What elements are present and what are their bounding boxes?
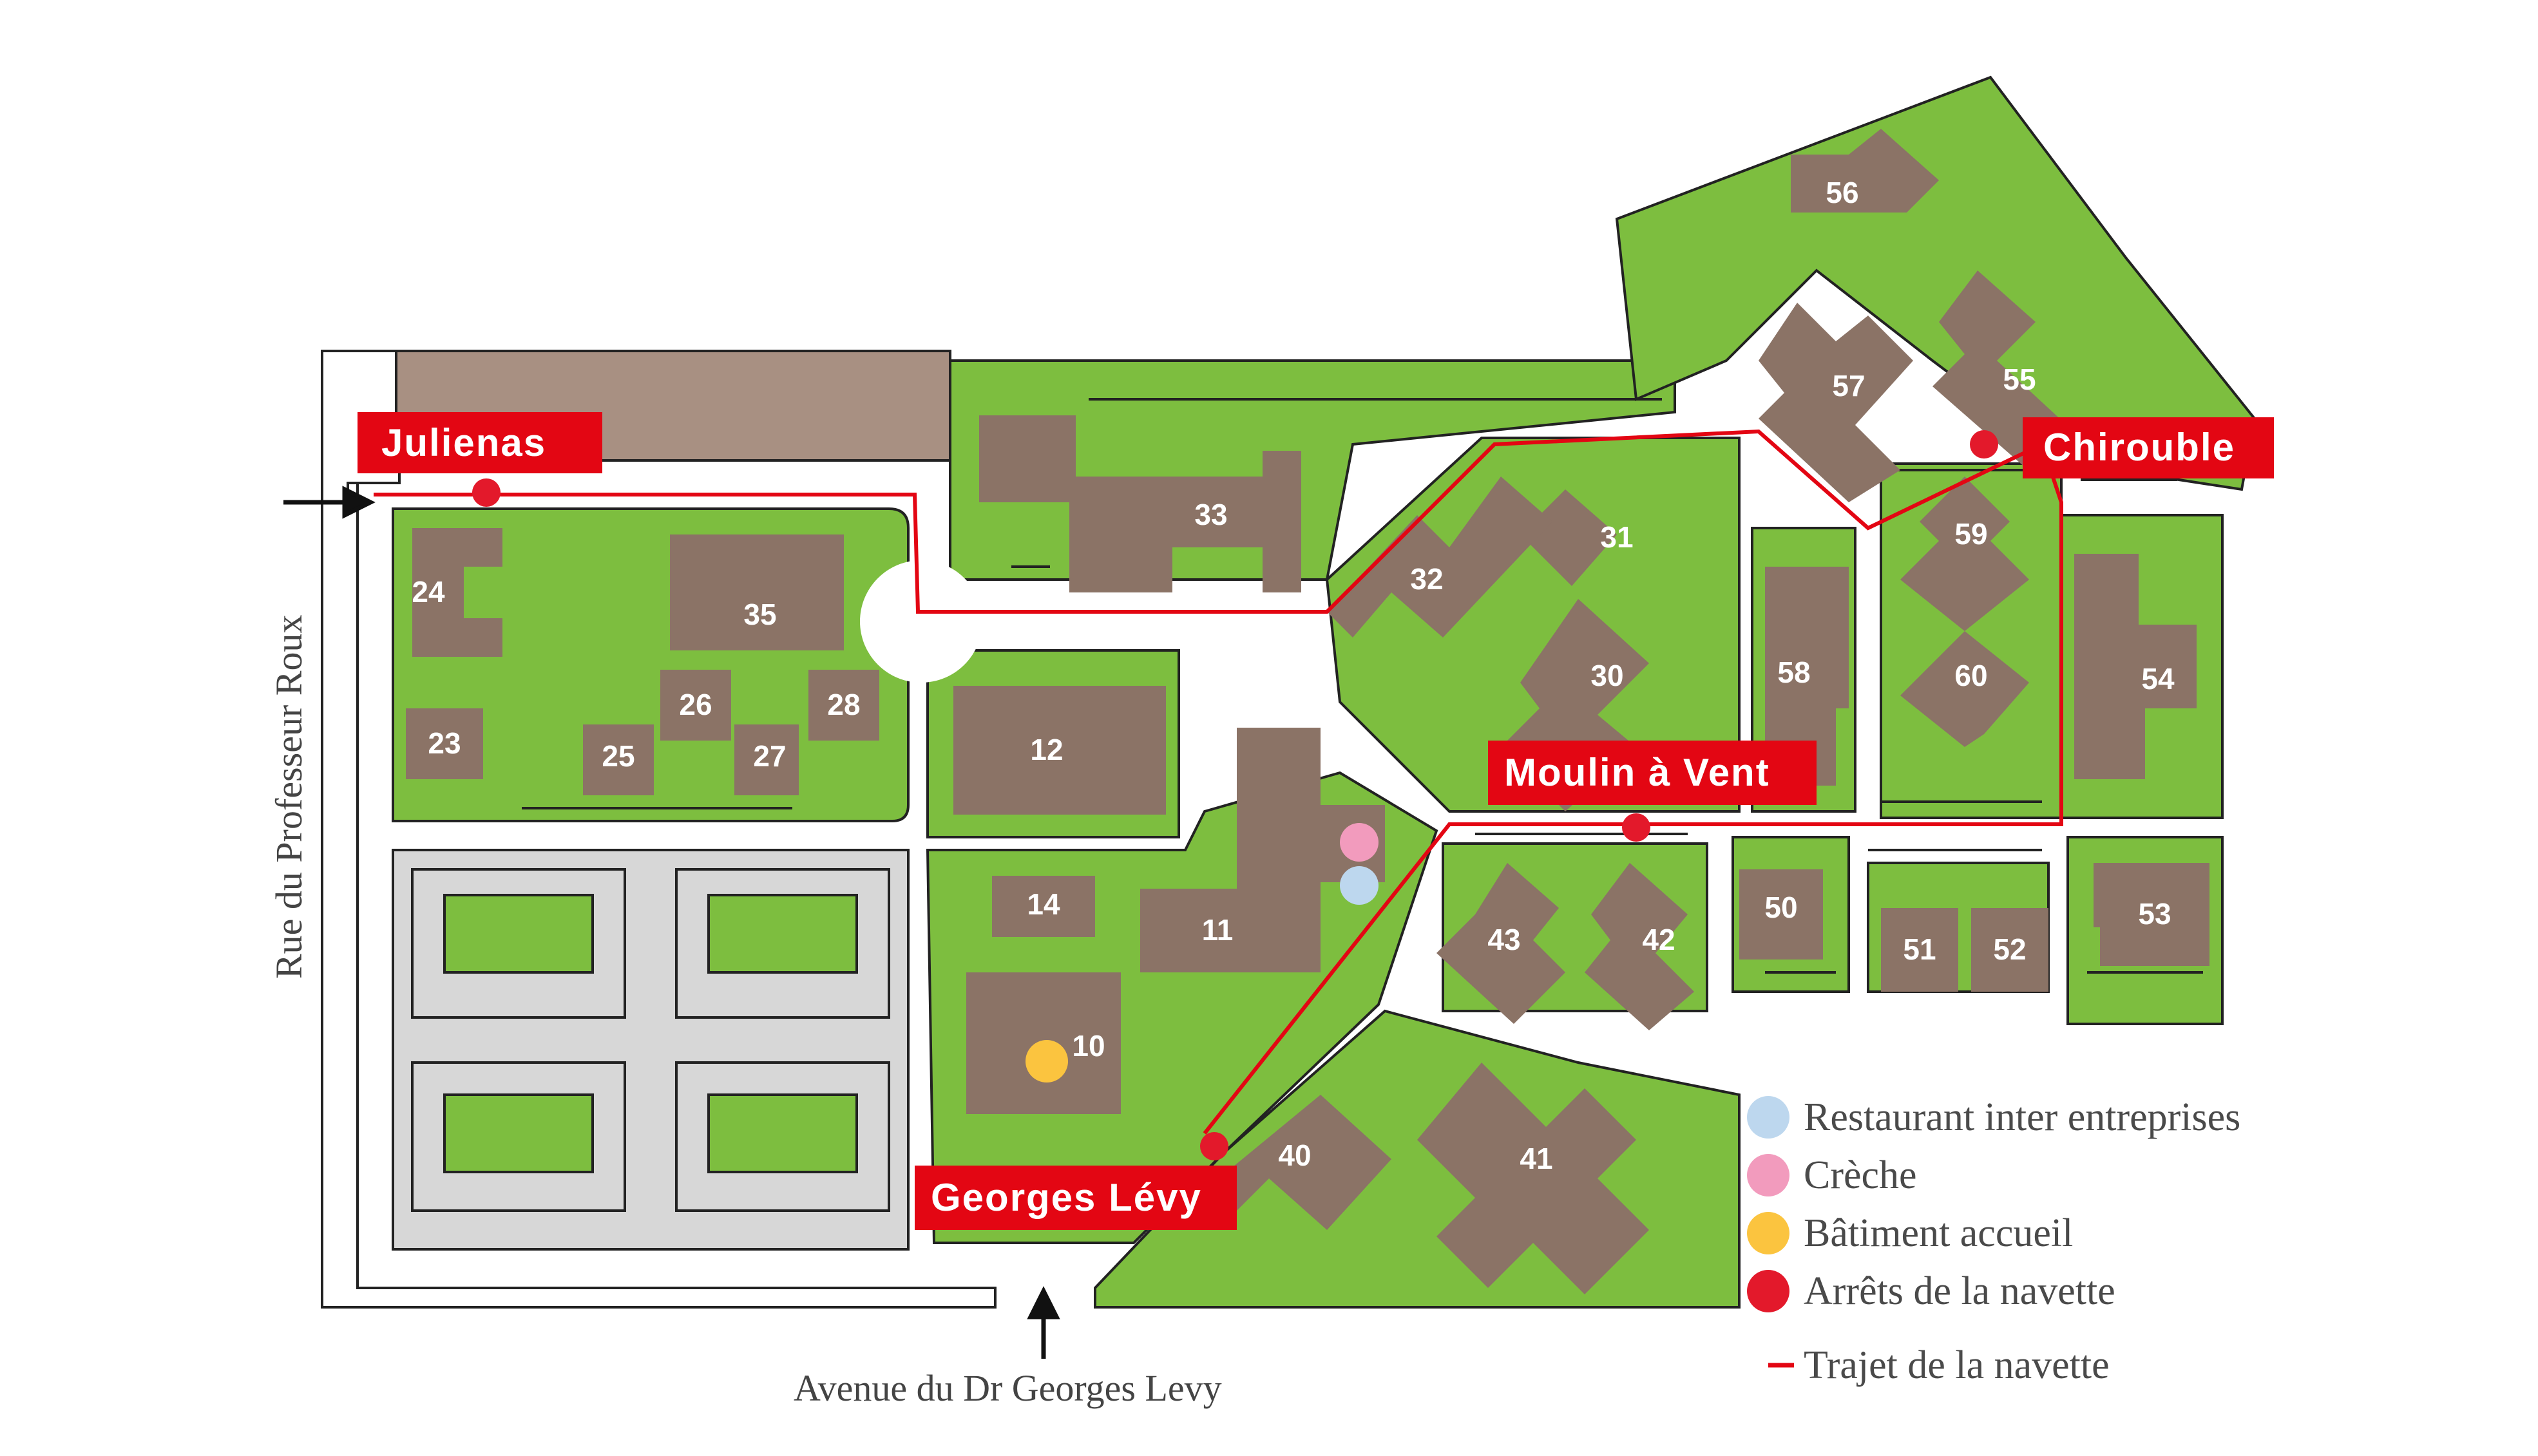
building-31-label: 31	[1600, 520, 1633, 554]
stop-dot-chirouble	[1970, 430, 1998, 459]
stop-dot-julienas	[472, 478, 501, 507]
building-32-shape	[1327, 477, 1552, 638]
building-50-shape	[1739, 869, 1823, 960]
building-11-shape	[1140, 728, 1385, 972]
building-24-shape	[412, 528, 502, 657]
building-23-label: 23	[428, 726, 461, 760]
building-42-shape	[1585, 863, 1694, 1030]
building-26-shape	[660, 670, 731, 741]
building-53-shape	[2094, 863, 2209, 966]
building-numbers: 10 11 12 14 23 24 25 26 27 28 30 31 32 3…	[412, 176, 2175, 1175]
building-14-label: 14	[1027, 887, 1060, 921]
building-30-label: 30	[1590, 659, 1623, 692]
building-28-label: 28	[827, 688, 860, 721]
building-24-label: 24	[412, 575, 445, 609]
building-40-shape	[1211, 1095, 1391, 1230]
building-32-label: 32	[1410, 562, 1443, 596]
shuttle-stop-dots	[472, 430, 1998, 1160]
stop-label-moulin: Moulin à Vent	[1504, 751, 1770, 794]
accueil-marker	[1026, 1040, 1068, 1083]
street-label-south: Avenue du Dr Georges Levy	[794, 1367, 1222, 1409]
building-52-label: 52	[1993, 932, 2026, 966]
building-56-label: 56	[1826, 176, 1858, 209]
legend: Restaurant inter entreprises Crèche Bâti…	[1747, 1095, 2240, 1387]
building-54-shape	[2074, 554, 2197, 779]
entry-arrows	[283, 486, 1060, 1359]
building-58-shape	[1765, 567, 1849, 786]
building-54-label: 54	[2141, 662, 2175, 695]
stop-dot-georges	[1200, 1132, 1228, 1160]
building-57-label: 57	[1832, 369, 1865, 402]
legend-accueil: Bâtiment accueil	[1804, 1211, 2073, 1255]
building-12-shape	[953, 686, 1166, 815]
building-33-label: 33	[1194, 498, 1227, 531]
buildings	[406, 129, 2209, 1294]
creche-marker	[1340, 823, 1379, 862]
building-60-shape	[1900, 631, 2029, 747]
building-50-label: 50	[1764, 891, 1797, 924]
stop-box-moulin	[1488, 741, 1817, 805]
court-grass	[443, 894, 858, 1173]
legend-accueil-swatch	[1747, 1212, 1789, 1254]
legend-restaurant: Restaurant inter entreprises	[1804, 1095, 2240, 1139]
building-33-shape	[979, 415, 1301, 592]
building-31-shape	[1520, 489, 1617, 586]
stop-label-georges: Georges Lévy	[931, 1176, 1202, 1219]
building-14-shape	[992, 876, 1095, 937]
building-27-shape	[734, 724, 799, 795]
parking-stripes	[522, 398, 2203, 974]
building-43-label: 43	[1487, 923, 1520, 956]
south-entry-arrow-head	[1027, 1286, 1060, 1319]
legend-arrets-swatch	[1747, 1270, 1789, 1312]
stop-label-chirouble: Chirouble	[2043, 426, 2235, 469]
building-11-label: 11	[1202, 913, 1234, 947]
restaurant-marker	[1340, 866, 1379, 905]
building-51-shape	[1881, 908, 1958, 992]
stop-box-chirouble	[2023, 417, 2274, 478]
legend-trajet: Trajet de la navette	[1804, 1343, 2110, 1387]
legend-arrets: Arrêts de la navette	[1804, 1269, 2115, 1313]
building-43-shape	[1436, 863, 1565, 1024]
legend-creche-swatch	[1747, 1154, 1789, 1196]
building-55-label: 55	[2003, 363, 2036, 396]
building-25-label: 25	[602, 739, 634, 773]
legend-restaurant-swatch	[1747, 1096, 1789, 1139]
stop-box-georges	[915, 1166, 1237, 1230]
building-23-shape	[406, 708, 483, 779]
building-27-label: 27	[753, 739, 786, 773]
building-59-shape	[1900, 477, 2029, 631]
west-entry-arrow-head	[342, 486, 376, 519]
shuttle-stop-labels: Julienas Chirouble Moulin à Vent Georges…	[358, 412, 2274, 1230]
building-51-label: 51	[1903, 932, 1936, 966]
building-59-label: 59	[1954, 517, 1987, 551]
building-53-label: 53	[2138, 897, 2171, 931]
building-41-shape	[1417, 1063, 1649, 1294]
building-58-label: 58	[1777, 656, 1810, 689]
stop-dot-moulin	[1622, 813, 1650, 842]
building-60-label: 60	[1954, 659, 1987, 692]
building-25-shape	[583, 724, 654, 795]
building-41-label: 41	[1520, 1142, 1552, 1175]
building-35-label: 35	[743, 598, 776, 631]
building-57-shape	[1759, 303, 1913, 502]
building-12-label: 12	[1030, 733, 1063, 766]
legend-creche: Crèche	[1804, 1153, 1917, 1197]
building-52-shape	[1971, 908, 2048, 992]
stop-box-julienas	[358, 412, 602, 473]
roundabout	[860, 560, 982, 683]
building-10-label: 10	[1072, 1029, 1105, 1063]
building-28-shape	[808, 670, 879, 741]
stop-label-julienas: Julienas	[381, 421, 546, 464]
building-26-label: 26	[679, 688, 712, 721]
shuttle-route	[374, 429, 2063, 1135]
building-40-label: 40	[1278, 1139, 1311, 1172]
building-56-shape	[1791, 129, 1939, 213]
street-label-west: Rue du Professeur Roux	[268, 615, 310, 979]
building-35-shape	[670, 534, 844, 650]
building-42-label: 42	[1642, 923, 1675, 956]
